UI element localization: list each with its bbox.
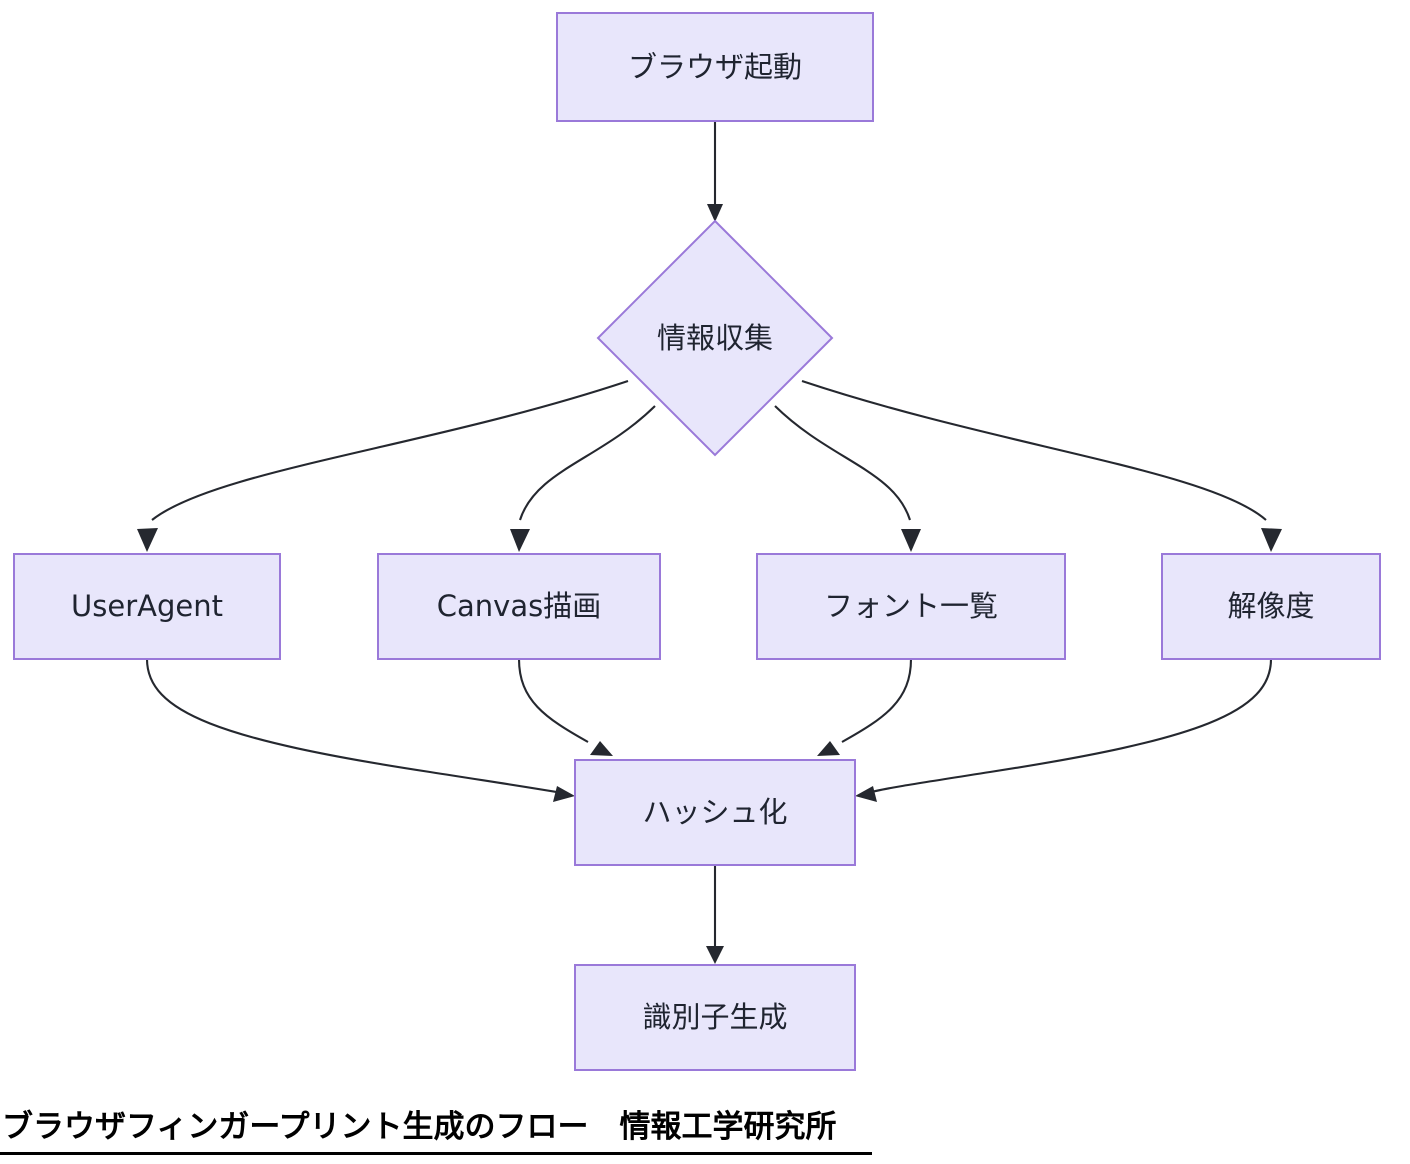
arrowhead-icon (901, 529, 921, 552)
node-label-identifier-gen: 識別子生成 (642, 1000, 787, 1034)
arrowhead-icon (855, 786, 877, 802)
node-label-resolution: 解像度 (1227, 589, 1314, 623)
node-shape-diamond[interactable] (596, 219, 834, 457)
edge-info-collect-to-canvas-draw (510, 405, 656, 552)
node-resolution[interactable]: 解像度 (1161, 553, 1381, 660)
node-browser-launch[interactable]: ブラウザ起動 (556, 12, 874, 122)
node-label-canvas-draw: Canvas描画 (437, 589, 601, 623)
edge-info-collect-to-resolution (801, 380, 1282, 552)
arrowhead-icon (590, 741, 613, 756)
edge-path (145, 658, 563, 795)
edge-resolution-to-hashing (855, 658, 1273, 802)
node-label-hashing: ハッシュ化 (642, 795, 787, 829)
edge-canvas-draw-to-hashing (517, 658, 613, 756)
node-shape-rect[interactable] (377, 553, 661, 660)
edge-path (517, 658, 589, 743)
node-shape-rect[interactable] (574, 964, 856, 1071)
node-label-user-agent: UserAgent (71, 589, 223, 623)
arrowhead-icon (510, 529, 530, 552)
node-font-list[interactable]: フォント一覧 (756, 553, 1066, 660)
arrowhead-icon (817, 741, 840, 756)
node-label-browser-launch: ブラウザ起動 (628, 50, 802, 84)
node-shape-rect[interactable] (1161, 553, 1381, 660)
caption-text: ブラウザフィンガープリント生成のフロー 情報工学研究所 (2, 1109, 837, 1145)
edge-layer (137, 121, 1282, 964)
caption-underline-rule (0, 1152, 872, 1155)
edge-info-collect-to-font-list (774, 405, 921, 552)
node-label-font-list: フォント一覧 (824, 589, 998, 623)
edge-browser-launch-to-info-collect (707, 121, 723, 222)
arrowhead-icon (553, 786, 575, 802)
node-shape-rect[interactable] (574, 759, 856, 866)
node-user-agent[interactable]: UserAgent (13, 553, 281, 660)
edge-user-agent-to-hashing (145, 658, 575, 802)
node-shape-rect[interactable] (756, 553, 1066, 660)
edge-path (867, 658, 1273, 794)
edge-path (774, 405, 911, 521)
edge-path (519, 405, 656, 521)
edge-font-list-to-hashing (817, 658, 913, 756)
arrowhead-icon (1261, 528, 1282, 552)
edge-hashing-to-identifier-gen (706, 865, 724, 964)
arrowhead-icon (137, 528, 158, 552)
edge-path (151, 380, 629, 521)
node-info-collect[interactable]: 情報収集 (596, 219, 834, 457)
node-label-info-collect: 情報収集 (657, 321, 773, 355)
node-canvas-draw[interactable]: Canvas描画 (377, 553, 661, 660)
node-hashing[interactable]: ハッシュ化 (574, 759, 856, 866)
flowchart-svg: ブラウザ起動 情報収集 UserAgent Canvas描画 フォント一覧 (13, 12, 1381, 1071)
node-layer: ブラウザ起動 情報収集 UserAgent Canvas描画 フォント一覧 (13, 12, 1381, 1071)
arrowhead-icon (707, 204, 723, 222)
node-identifier-gen[interactable]: 識別子生成 (574, 964, 856, 1071)
diagram-caption: ブラウザフィンガープリント生成のフロー 情報工学研究所 (0, 1108, 1410, 1152)
arrowhead-icon (706, 946, 724, 964)
edge-info-collect-to-user-agent (137, 380, 629, 552)
node-shape-rect[interactable] (13, 553, 281, 660)
node-shape-rect[interactable] (556, 12, 874, 122)
edge-path (801, 380, 1267, 521)
edge-path (841, 658, 913, 743)
